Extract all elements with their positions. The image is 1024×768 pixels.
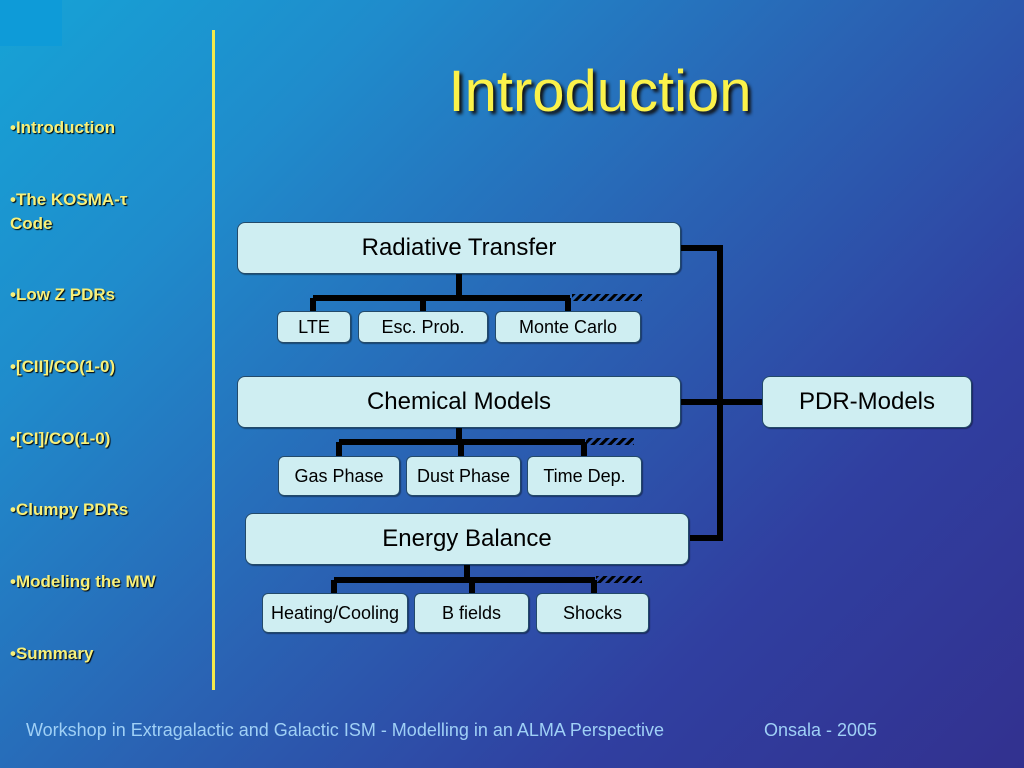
node-esc-prob[interactable]: Esc. Prob. bbox=[358, 311, 488, 343]
nav-item-label: Modeling the MW bbox=[15, 572, 156, 591]
bullet: • bbox=[10, 118, 16, 137]
node-radiative-transfer[interactable]: Radiative Transfer bbox=[237, 222, 681, 274]
bullet: • bbox=[10, 500, 16, 519]
node-b-fields[interactable]: B fields bbox=[414, 593, 529, 633]
eb-drops bbox=[331, 580, 597, 594]
node-chemical-models[interactable]: Chemical Models bbox=[237, 376, 681, 428]
footer-location: Onsala - 2005 bbox=[764, 720, 878, 740]
nav-item-label: [CII]/CO(1-0) bbox=[15, 357, 116, 376]
node-lte[interactable]: LTE bbox=[277, 311, 351, 343]
eb-hatch bbox=[596, 576, 642, 583]
nav-item-summary[interactable]: •Summary bbox=[10, 642, 210, 666]
nav-item-low-z-pdrs[interactable]: •Low Z PDRs bbox=[10, 283, 210, 307]
nav-item-label: Low Z PDRs bbox=[15, 285, 116, 304]
cm-hatch bbox=[586, 438, 634, 445]
nav-item-label: Summary bbox=[15, 644, 94, 663]
slide-title: Introduction bbox=[448, 59, 752, 124]
nav-item-cii-co[interactable]: •[CII]/CO(1-0) bbox=[10, 355, 210, 379]
nav-item-clumpy-pdrs[interactable]: •Clumpy PDRs bbox=[10, 498, 210, 522]
divider-line bbox=[212, 30, 215, 690]
node-dust-phase[interactable]: Dust Phase bbox=[406, 456, 521, 496]
rt-hatch bbox=[572, 294, 642, 301]
nav-item-label: Clumpy PDRs bbox=[15, 500, 129, 519]
nav-item-ci-co[interactable]: •[CI]/CO(1-0) bbox=[10, 427, 210, 451]
bullet: • bbox=[10, 644, 16, 663]
bullet: • bbox=[10, 285, 16, 304]
footer-workshop: Workshop in Extragalactic and Galactic I… bbox=[26, 720, 664, 740]
bullet: • bbox=[10, 357, 16, 376]
node-monte-carlo[interactable]: Monte Carlo bbox=[495, 311, 641, 343]
nav-item-introduction[interactable]: •Introduction bbox=[10, 116, 210, 140]
node-pdr-models[interactable]: PDR-Models bbox=[762, 376, 972, 428]
nav-item-modeling-mw[interactable]: •Modeling the MW bbox=[10, 570, 210, 594]
bullet: • bbox=[10, 190, 16, 209]
bullet: • bbox=[10, 572, 16, 591]
rt-drops bbox=[310, 298, 571, 312]
node-heating-cooling[interactable]: Heating/Cooling bbox=[262, 593, 408, 633]
node-shocks[interactable]: Shocks bbox=[536, 593, 649, 633]
node-energy-balance[interactable]: Energy Balance bbox=[245, 513, 689, 565]
nav-item-label: [CI]/CO(1-0) bbox=[15, 429, 111, 448]
nav-item-kosma-code[interactable]: •The KOSMA-τ Code bbox=[10, 188, 160, 236]
bullet: • bbox=[10, 429, 16, 448]
node-gas-phase[interactable]: Gas Phase bbox=[278, 456, 400, 496]
nav-item-label: Introduction bbox=[15, 118, 116, 137]
corner-decoration bbox=[0, 0, 62, 46]
nav-item-label: The KOSMA-τ Code bbox=[10, 190, 128, 233]
trunk-connector bbox=[680, 245, 723, 541]
node-time-dep[interactable]: Time Dep. bbox=[527, 456, 642, 496]
